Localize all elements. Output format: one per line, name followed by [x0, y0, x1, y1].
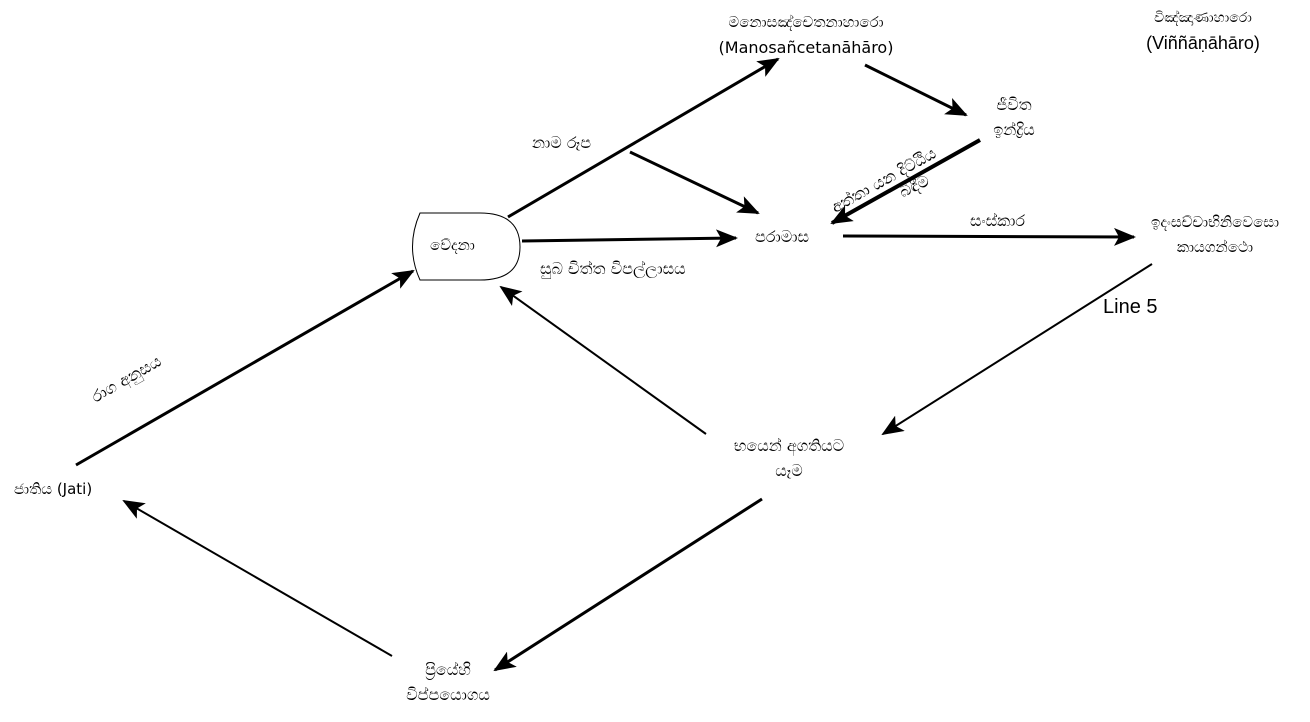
node-jati: ජාතිය (Jati) [14, 480, 93, 498]
node-priya-line2: විප්පයොගය [406, 685, 490, 704]
arrow-bhaya-to-vedana [499, 285, 707, 435]
edge-label-line5: Line 5 [1103, 296, 1158, 318]
node-jivita-line2: ඉන්ද්‍රිය [993, 120, 1035, 139]
node-paramasa: පරාමාස [755, 227, 810, 246]
node-idam-line1: ඉදංසච්චාභිනිවෙසො [1150, 213, 1280, 231]
node-nama-rupa: නාම රූප [532, 133, 592, 152]
node-manosancetana: මනොසඤ්චෙතනාහාරො (Manosañcetanāhāro) [719, 10, 894, 60]
node-idam-line2: කායගන්ථො [1176, 238, 1254, 256]
node-manosancetana-line1: මනොසඤ්චෙතනාහාරො [728, 13, 884, 31]
node-vedana-label: වේදනා [430, 236, 475, 254]
node-bhaya-line1: භයෙන් අගතියට [733, 436, 845, 455]
node-idam: ඉදංසච්චාභිනිවෙසො කායගන්ථො [1151, 210, 1279, 260]
node-jivita-line1: ජීවිත [996, 95, 1032, 114]
arrow-idam-to-bhaya [881, 263, 1153, 436]
node-vinnana: විඤ්ඤාණාහාරො (Viññāṇāhāro) [1146, 6, 1260, 56]
vedana-node-shape [412, 212, 521, 281]
edge-label-subha: සුබ චිත්ත විපල්ලාසය [540, 259, 686, 278]
node-bhaya-line2: යෑම [775, 461, 803, 480]
arrow-jivita-to-paramasa [830, 138, 981, 225]
node-bhaya: භයෙන් අගතියට යෑම [734, 433, 844, 483]
node-jivita: ජීවිත ඉන්ද්‍රිය [993, 92, 1035, 142]
arrow-bhaya-to-priya [493, 497, 763, 672]
arrow-vedana-to-manosancetana [507, 57, 780, 219]
node-vinnana-line2: (Viññāṇāhāro) [1146, 33, 1260, 53]
arrow-namarupa-to-paramasa [629, 150, 760, 215]
arrow-priya-to-jati [122, 499, 393, 657]
arrow-vedana-to-paramasa [521, 229, 738, 248]
arrow-jati-to-vedana [75, 269, 415, 467]
node-priya-line1: ප්‍රියේහි [425, 660, 471, 679]
node-vinnana-line1: විඤ්ඤාණාහාරො [1154, 10, 1252, 26]
node-priya: ප්‍රියේහි විප්පයොගය [406, 657, 490, 707]
node-manosancetana-line2: (Manosañcetanāhāro) [718, 38, 894, 57]
edge-label-samskara: සංස්කාර [970, 211, 1025, 230]
arrow-paramasa-to-idam [842, 227, 1136, 246]
arrow-manosancetana-to-jivita [864, 63, 968, 117]
